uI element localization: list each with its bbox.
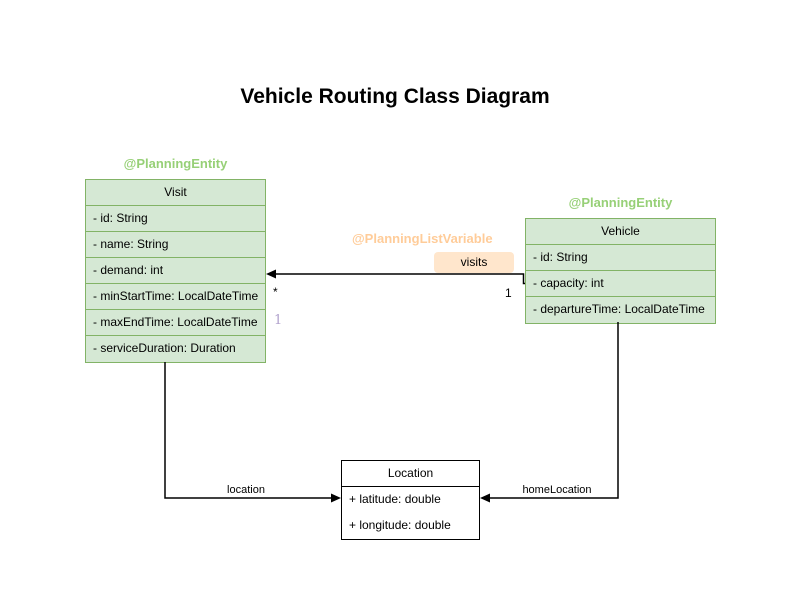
vehicle-attribute-capacity: - capacity: int	[526, 271, 715, 297]
visit-attribute-name: - name: String	[86, 232, 265, 258]
vehicle-attribute-id: - id: String	[526, 245, 715, 271]
location-class-name: Location	[342, 461, 479, 487]
visit-class-name: Visit	[86, 180, 265, 206]
visit-planning-entity-annotation: @PlanningEntity	[123, 156, 228, 171]
visits-multiplicity-one: 1	[505, 286, 512, 300]
visit-attribute-max-end-time: - maxEndTime: LocalDateTime	[86, 310, 265, 336]
vehicle-class-box: Vehicle - id: String - capacity: int - d…	[525, 218, 716, 324]
visit-attribute-demand: - demand: int	[86, 258, 265, 284]
home-location-edge-line	[490, 322, 619, 499]
visit-attribute-service-duration: - serviceDuration: Duration	[93, 341, 236, 355]
vehicle-attribute-departure-time: - departureTime: LocalDateTime	[533, 302, 705, 316]
location-class-box: Location + latitude: double + longitude:…	[341, 460, 480, 540]
visits-multiplicity-star: *	[273, 285, 278, 299]
visits-edge-label: visits	[434, 252, 514, 273]
vehicle-class-name: Vehicle	[526, 219, 715, 245]
location-edge-arrowhead-icon	[331, 493, 341, 503]
location-edge-label: location	[227, 484, 265, 496]
visits-edge-arrowhead-icon	[266, 269, 276, 279]
location-attribute-latitude: + latitude: double	[349, 492, 441, 506]
diagram-title: Vehicle Routing Class Diagram	[240, 85, 550, 108]
visits-secondary-marker: 1	[274, 313, 283, 328]
home-location-edge-label: homeLocation	[522, 484, 592, 496]
location-edge-line	[164, 362, 331, 499]
visit-attribute-min-start-time: - minStartTime: LocalDateTime	[86, 284, 265, 310]
vehicle-planning-entity-annotation: @PlanningEntity	[568, 195, 673, 210]
home-location-edge-arrowhead-icon	[480, 493, 490, 503]
location-attribute-longitude: + longitude: double	[349, 518, 451, 532]
visit-attribute-id: - id: String	[86, 206, 265, 232]
planning-list-variable-annotation: @PlanningListVariable	[352, 231, 493, 246]
visit-class-box: Visit - id: String - name: String - dema…	[85, 179, 266, 363]
visits-edge-line	[276, 273, 525, 285]
